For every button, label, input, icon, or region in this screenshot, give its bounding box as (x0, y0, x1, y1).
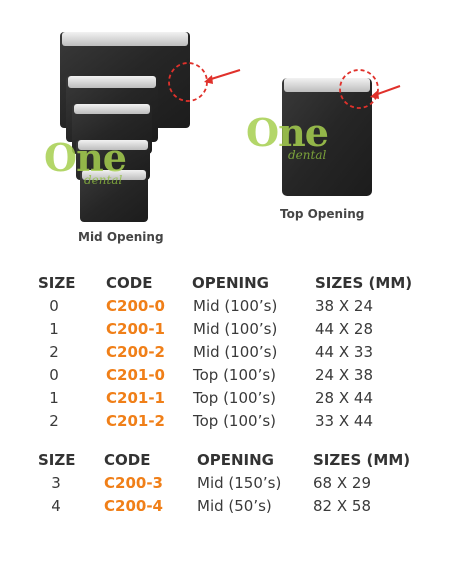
dimensions-cell: 44 X 33 (315, 343, 373, 361)
size-cell: 2 (49, 343, 59, 361)
opening-cell: Mid (100’s) (193, 320, 278, 338)
logo-top-subtext: dental (288, 148, 327, 162)
size-cell: 0 (49, 366, 59, 384)
opening-cell: Top (100’s) (193, 389, 276, 407)
table-header: SIZE CODE OPENING SIZES (MM) (0, 274, 450, 297)
logo-mid-text: One (44, 135, 127, 180)
header-size: SIZE (38, 451, 76, 469)
code-cell: C200-2 (106, 343, 165, 361)
code-cell: C200-4 (104, 497, 163, 515)
mid-opening-sheaths (60, 32, 190, 222)
size-cell: 3 (51, 474, 61, 492)
dimensions-cell: 33 X 44 (315, 412, 373, 430)
logo-top: One dental (246, 110, 356, 170)
table-row: 3 C200-3 Mid (150’s) 68 X 29 (0, 474, 450, 497)
size-cell: 2 (49, 412, 59, 430)
sheath-top (282, 78, 372, 196)
logo-mid-subtext: dental (84, 173, 123, 187)
header-code: CODE (104, 451, 151, 469)
table-row: 0 C201-0 Top (100’s) 24 X 38 (0, 366, 450, 389)
size-cell: 1 (49, 320, 59, 338)
table-row: 2 C200-2 Mid (100’s) 44 X 33 (0, 343, 450, 366)
sheath-fifth-flap (82, 170, 146, 180)
header-sizes-mm: SIZES (MM) (315, 274, 413, 292)
opening-cell: Mid (100’s) (193, 343, 278, 361)
code-cell: C200-1 (106, 320, 165, 338)
header-code: CODE (106, 274, 153, 292)
sheath-third-flap (74, 104, 150, 114)
opening-cell: Top (100’s) (193, 412, 276, 430)
opening-cell: Mid (50’s) (197, 497, 272, 515)
sheath-second-flap (68, 76, 156, 88)
dimensions-cell: 24 X 38 (315, 366, 373, 384)
table-row: 4 C200-4 Mid (50’s) 82 X 58 (0, 497, 450, 520)
sheath-fourth-flap (78, 140, 148, 150)
header-opening: OPENING (192, 274, 269, 292)
table-row: 2 C201-2 Top (100’s) 33 X 44 (0, 412, 450, 435)
code-cell: C200-0 (106, 297, 165, 315)
arrow-top-head (370, 90, 379, 99)
size-cell: 4 (51, 497, 61, 515)
top-opening-sheath (282, 78, 372, 196)
code-cell: C201-2 (106, 412, 165, 430)
header-opening: OPENING (197, 451, 274, 469)
header-size: SIZE (38, 274, 76, 292)
sheath-top-flap (284, 78, 370, 92)
table-header: SIZE CODE OPENING SIZES (MM) (0, 451, 450, 474)
arrow-mid-head (204, 75, 213, 84)
arrow-mid (207, 69, 241, 81)
header-sizes-mm: SIZES (MM) (313, 451, 411, 469)
code-cell: C201-1 (106, 389, 165, 407)
logo-top-text: One (246, 110, 329, 155)
code-cell: C201-0 (106, 366, 165, 384)
highlight-circle-top (339, 69, 379, 109)
table-row: 1 C200-1 Mid (100’s) 44 X 28 (0, 320, 450, 343)
size-cell: 0 (49, 297, 59, 315)
product-illustration (60, 32, 401, 222)
opening-cell: Top (100’s) (193, 366, 276, 384)
table-row: 0 C200-0 Mid (100’s) 38 X 24 (0, 297, 450, 320)
caption-mid-opening: Mid Opening (78, 230, 164, 244)
dimensions-cell: 68 X 29 (313, 474, 371, 492)
dimensions-cell: 44 X 28 (315, 320, 373, 338)
opening-cell: Mid (150’s) (197, 474, 282, 492)
logo-mid: One dental (44, 135, 154, 195)
arrow-top (374, 85, 401, 96)
sheath-large-flap (62, 32, 188, 46)
opening-cell: Mid (100’s) (193, 297, 278, 315)
caption-top-opening: Top Opening (280, 207, 365, 221)
sheath-fifth (80, 170, 148, 222)
size-cell: 1 (49, 389, 59, 407)
dimensions-cell: 38 X 24 (315, 297, 373, 315)
code-cell: C200-3 (104, 474, 163, 492)
dimensions-cell: 82 X 58 (313, 497, 371, 515)
dimensions-cell: 28 X 44 (315, 389, 373, 407)
table-row: 1 C201-1 Top (100’s) 28 X 44 (0, 389, 450, 412)
